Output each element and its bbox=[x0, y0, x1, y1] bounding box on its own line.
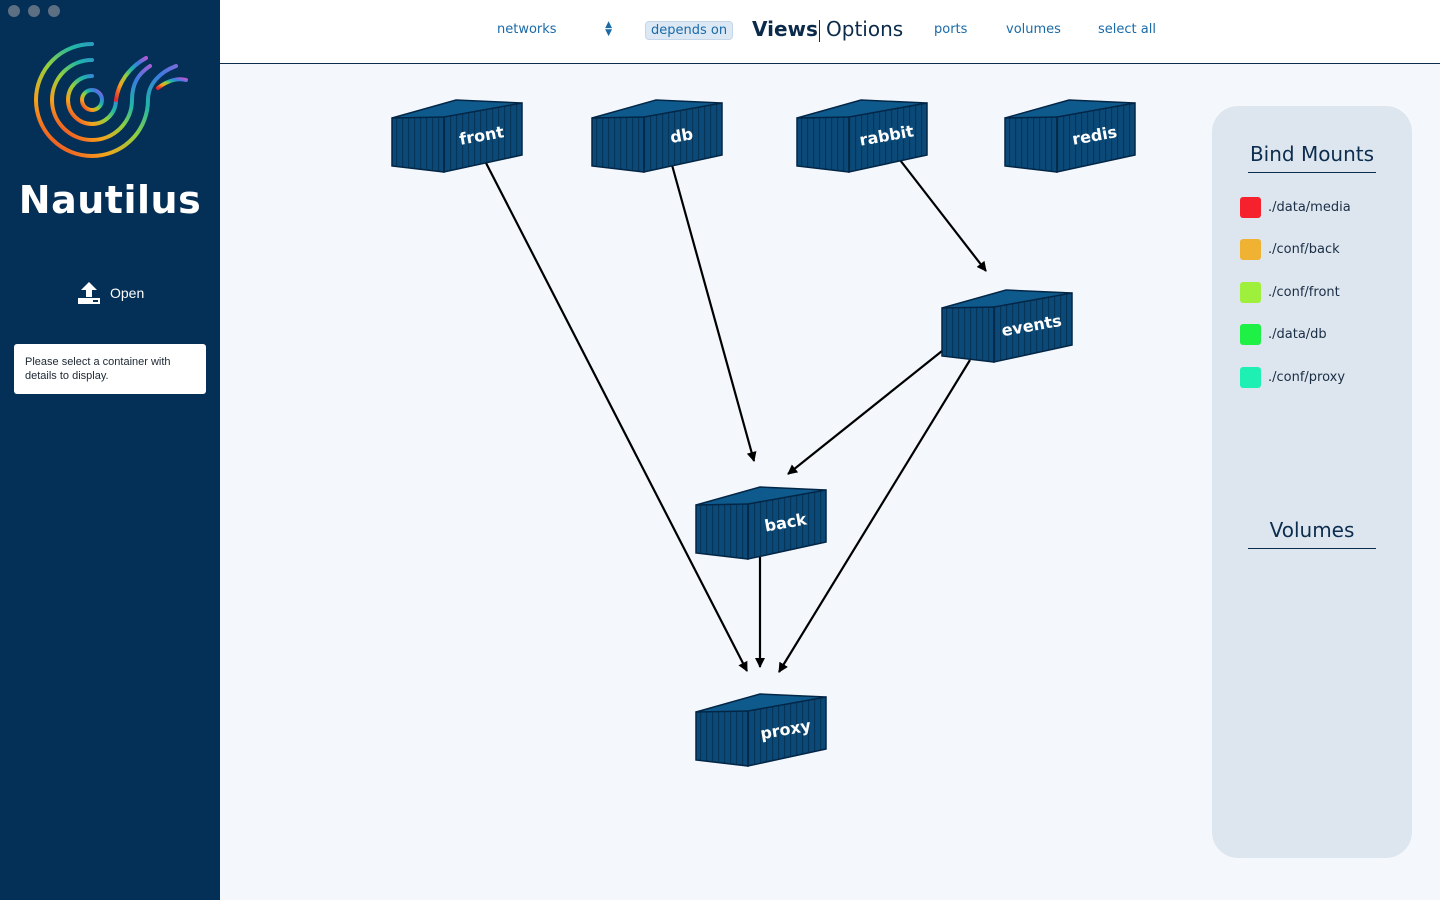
bind-mount-label: ./conf/proxy bbox=[1268, 369, 1346, 385]
container-node-db[interactable]: db bbox=[591, 99, 723, 173]
bind-mount-swatch bbox=[1240, 324, 1261, 346]
select-all-option[interactable]: select all bbox=[1098, 22, 1156, 37]
dependency-arrow-rabbit-events bbox=[899, 159, 987, 272]
sidebar: Nautilus Open Please select a container … bbox=[0, 0, 220, 900]
bind-mount-swatch bbox=[1240, 366, 1261, 388]
bind-mount-item[interactable]: ./conf/proxy bbox=[1240, 356, 1351, 399]
dependency-arrow-db-back bbox=[670, 164, 757, 462]
upload-icon bbox=[78, 282, 100, 304]
container-node-front[interactable]: front bbox=[391, 99, 523, 173]
volumes-heading: Volumes bbox=[1248, 518, 1376, 549]
container-node-rabbit[interactable]: rabbit bbox=[796, 99, 928, 173]
bind-mount-swatch bbox=[1240, 196, 1261, 218]
bind-mount-label: ./data/db bbox=[1268, 327, 1327, 343]
dependency-arrow-events-proxy bbox=[778, 359, 971, 673]
options-title: Options bbox=[826, 17, 904, 41]
depends-on-button[interactable]: depends on bbox=[645, 21, 734, 40]
open-button-label: Open bbox=[110, 285, 145, 301]
open-button[interactable]: Open bbox=[76, 280, 144, 306]
bind-mount-swatch bbox=[1240, 281, 1261, 303]
window-controls bbox=[8, 5, 60, 17]
dependency-arrow-front-proxy bbox=[484, 160, 748, 672]
views-title: Views bbox=[752, 17, 818, 41]
bind-mount-label: ./conf/back bbox=[1268, 242, 1340, 258]
nautilus-logo-icon bbox=[34, 42, 188, 158]
bind-mount-label: ./conf/front bbox=[1268, 284, 1340, 300]
dependency-arrow-events-back bbox=[787, 350, 943, 475]
networks-select[interactable]: networks ▲▼ bbox=[497, 20, 612, 38]
close-window-button[interactable] bbox=[8, 5, 20, 17]
networks-select-label: networks bbox=[497, 22, 557, 37]
container-node-events[interactable]: events bbox=[941, 289, 1073, 363]
top-toolbar: networks ▲▼ depends on Views Options por… bbox=[220, 0, 1440, 64]
bind-mounts-heading: Bind Mounts bbox=[1248, 142, 1376, 173]
app-title: Nautilus bbox=[18, 178, 202, 222]
select-arrows-icon: ▲▼ bbox=[605, 20, 612, 38]
volumes-option[interactable]: volumes bbox=[1006, 22, 1061, 37]
container-label: db bbox=[669, 124, 695, 147]
container-details-card: Please select a container with details t… bbox=[14, 344, 206, 394]
title-divider bbox=[819, 20, 820, 42]
ports-option[interactable]: ports bbox=[934, 22, 968, 37]
bind-mount-swatch bbox=[1240, 239, 1261, 261]
container-node-redis[interactable]: redis bbox=[1004, 99, 1136, 173]
container-node-proxy[interactable]: proxy bbox=[695, 693, 827, 767]
dependency-graph: front db rabbit redis events back proxy bbox=[391, 99, 1136, 767]
bind-mount-item[interactable]: ./conf/front bbox=[1240, 271, 1351, 314]
bind-mounts-list: ./data/media ./conf/back ./conf/front ./… bbox=[1240, 186, 1351, 399]
bind-mount-item[interactable]: ./conf/back bbox=[1240, 229, 1351, 272]
minimize-window-button[interactable] bbox=[28, 5, 40, 17]
bind-mount-item[interactable]: ./data/db bbox=[1240, 314, 1351, 357]
bind-mount-item[interactable]: ./data/media bbox=[1240, 186, 1351, 229]
mounts-panel: Bind Mounts ./data/media ./conf/back ./c… bbox=[1212, 106, 1412, 858]
bind-mount-label: ./data/media bbox=[1268, 199, 1351, 215]
container-node-back[interactable]: back bbox=[695, 486, 827, 560]
zoom-window-button[interactable] bbox=[48, 5, 60, 17]
